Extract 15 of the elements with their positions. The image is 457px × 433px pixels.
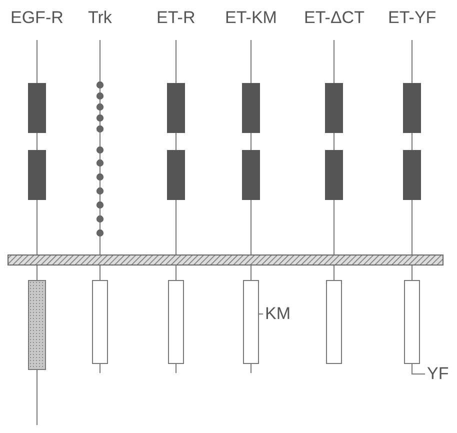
kinase-box bbox=[243, 280, 259, 364]
column-heading: ET-ΔCT bbox=[304, 8, 364, 28]
kinase-box bbox=[404, 280, 420, 364]
leader-line bbox=[412, 364, 426, 374]
column-heading: ET-R bbox=[156, 8, 196, 28]
column-heading: Trk bbox=[88, 8, 112, 28]
column-heading: ET-KM bbox=[225, 8, 277, 28]
kinase-box bbox=[92, 280, 108, 364]
callout-label: YF bbox=[427, 364, 449, 384]
callout-label: KM bbox=[265, 304, 290, 324]
column-heading: EGF-R bbox=[10, 8, 64, 28]
kinase-box bbox=[326, 280, 342, 364]
column-heading: ET-YF bbox=[388, 8, 436, 28]
kinase-box bbox=[28, 280, 46, 370]
kinase-box bbox=[168, 280, 184, 364]
